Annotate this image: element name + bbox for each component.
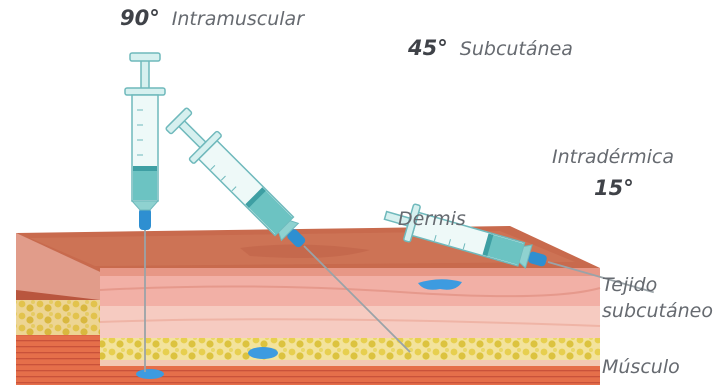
angle-45: 45° [408,36,448,60]
intramuscular-fluid [136,369,164,379]
label-tejido-line1: Tejido [602,274,657,296]
label-subcutanea: 45° Subcutánea [408,36,573,60]
fat-layer [100,338,600,360]
label-intradermica: Intradérmica [552,146,674,168]
angle-90: 90° [120,6,160,30]
label-dermis: Dermis [398,208,466,230]
angle-15: 15° [594,176,634,200]
label-tejido-line2: subcutáneo [602,300,713,322]
epidermis-layer [100,268,600,276]
name-intramuscular: Intramuscular [172,8,304,30]
label-intramuscular: 90° Intramuscular [120,6,304,30]
name-subcutanea: Subcutánea [460,38,573,60]
label-musculo: Músculo [602,356,680,378]
muscle-layer [100,366,600,385]
subcutaneous-fluid [248,347,278,359]
subcutaneous-layer [100,306,600,338]
